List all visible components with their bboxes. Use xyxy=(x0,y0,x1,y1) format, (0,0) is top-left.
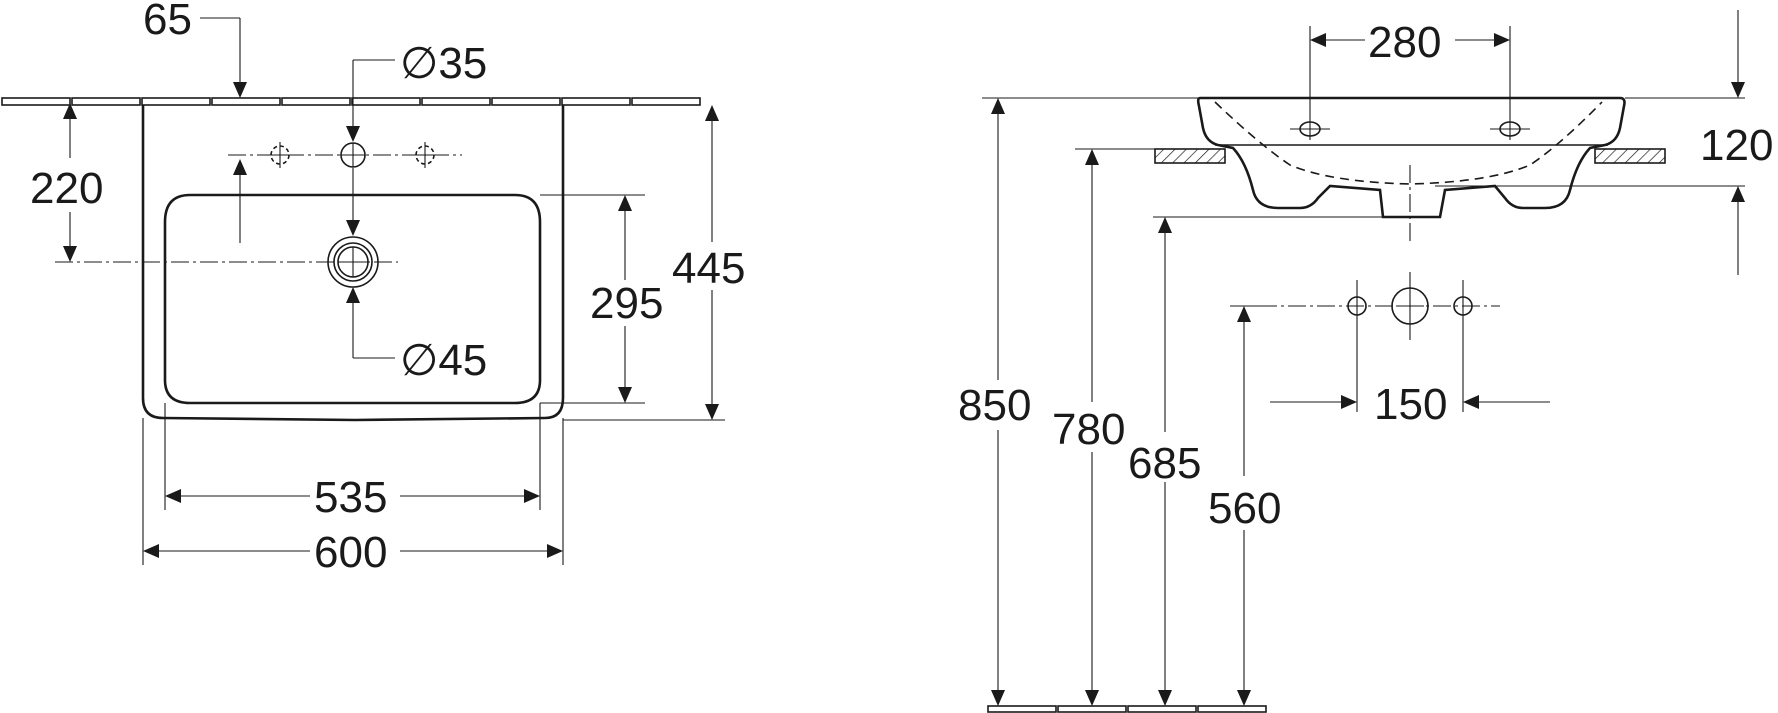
bowl-inner-dashed xyxy=(1214,101,1603,185)
floor-line xyxy=(987,705,1267,713)
dim-150: 150 xyxy=(1374,380,1447,429)
dim-295: 295 xyxy=(590,279,663,328)
dim-65: 65 xyxy=(143,0,192,44)
dim-850: 850 xyxy=(958,381,1031,430)
dim-120: 120 xyxy=(1700,121,1773,170)
dim-600: 600 xyxy=(314,528,387,577)
side-view: 280 120 150 xyxy=(958,10,1773,713)
dim-waste-diameter: ∅45 xyxy=(400,336,487,385)
dim-220: 220 xyxy=(30,164,103,213)
supply-inlet-right xyxy=(1453,280,1473,340)
dim-560: 560 xyxy=(1208,484,1281,533)
wall-bracket-right xyxy=(1594,148,1666,164)
dim-280: 280 xyxy=(1368,18,1441,67)
wall-bracket-left xyxy=(1154,148,1226,164)
dim-535: 535 xyxy=(314,473,387,522)
basin-outline xyxy=(141,105,565,422)
top-view: 65 ∅35 220 ∅45 295 xyxy=(1,0,745,577)
basin-profile xyxy=(1196,96,1626,219)
wall-line xyxy=(1,97,701,106)
dim-685: 685 xyxy=(1128,439,1201,488)
dim-tap-hole-diameter: ∅35 xyxy=(400,39,487,88)
dim-780: 780 xyxy=(1052,405,1125,454)
dim-445: 445 xyxy=(672,244,745,293)
bowl-outline xyxy=(163,193,542,405)
supply-inlet-left xyxy=(1347,280,1367,340)
